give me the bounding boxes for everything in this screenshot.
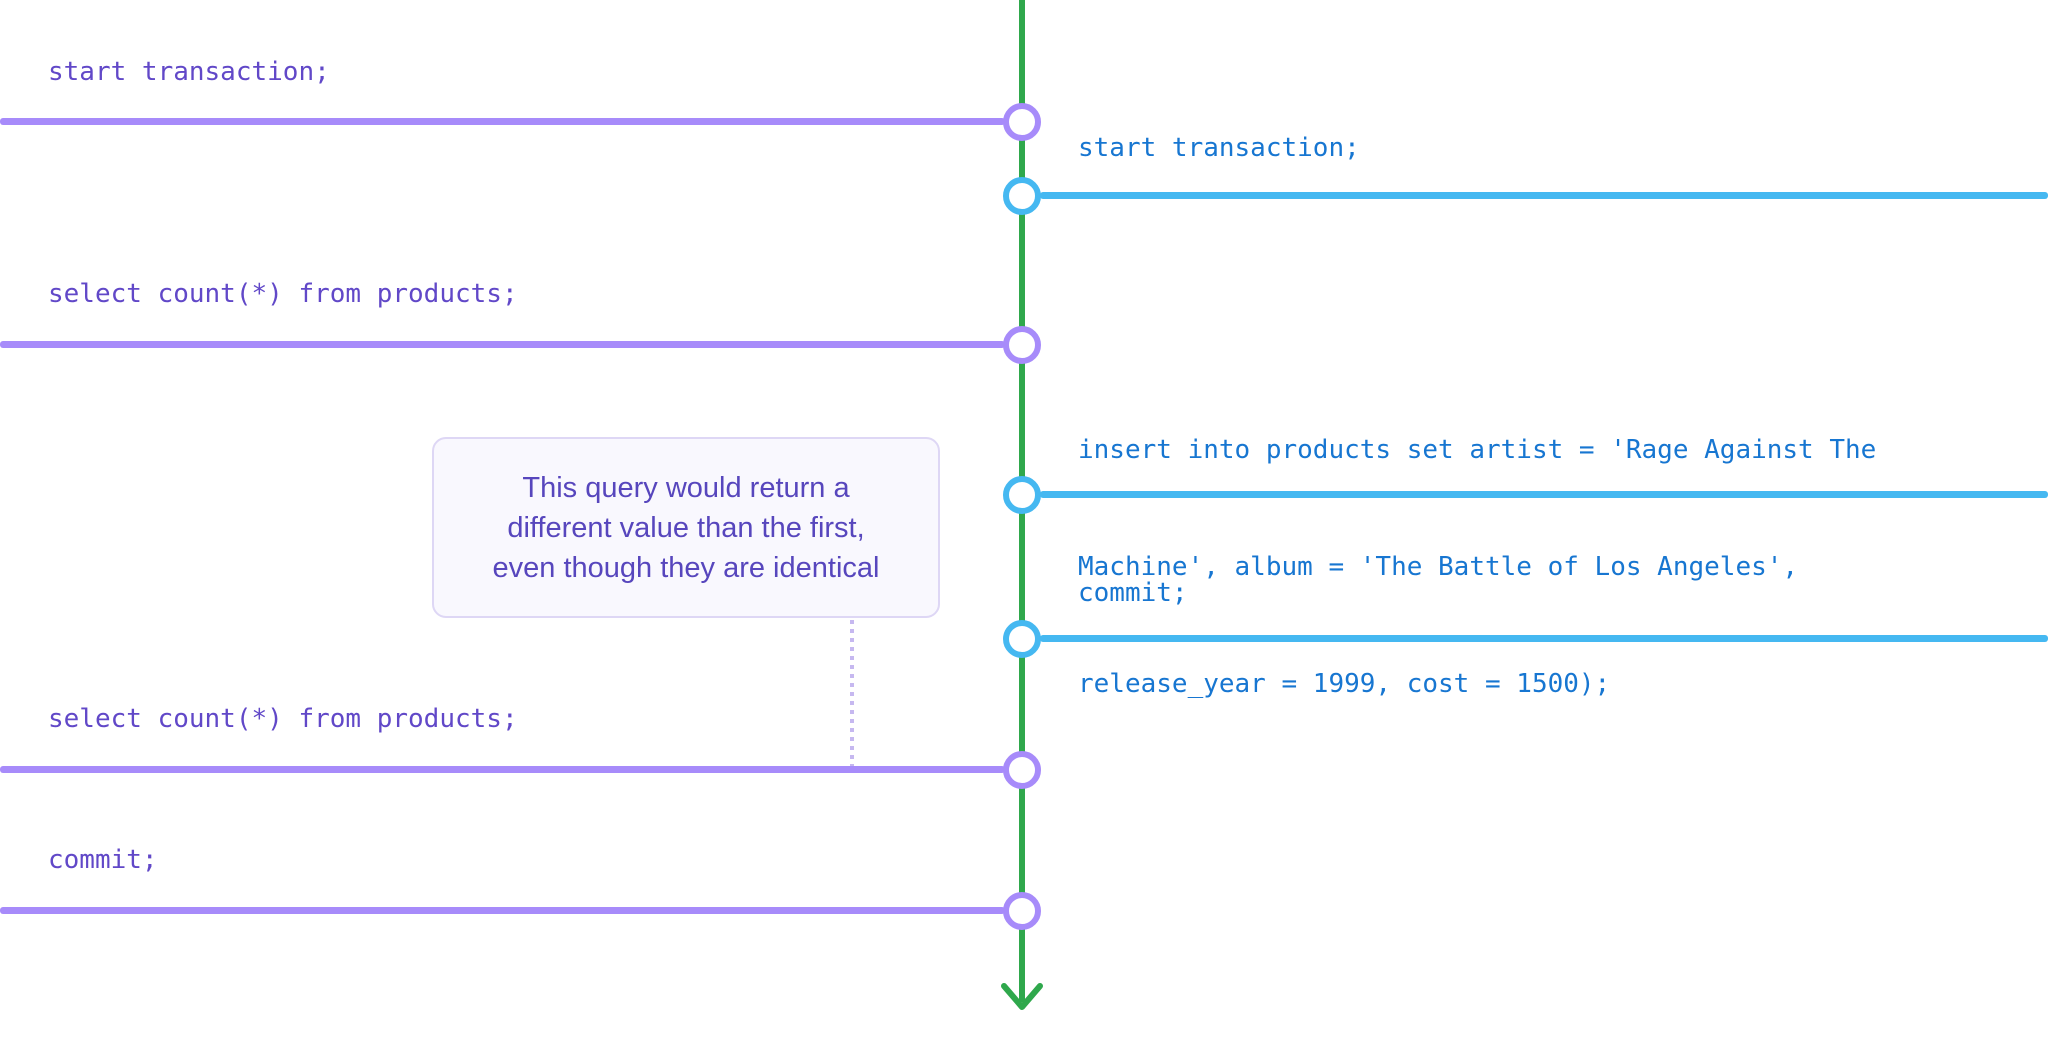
timeline-arrow-icon — [1001, 983, 1043, 1010]
label-b-insert-line-1: insert into products set artist = 'Rage … — [1078, 435, 1877, 465]
label-a-select-2: select count(*) from products; — [48, 704, 518, 734]
line-a-select-1 — [0, 341, 1005, 348]
line-a-commit — [0, 907, 1005, 914]
label-a-select-1: select count(*) from products; — [48, 279, 518, 309]
tooltip-connector-dotted-line — [850, 620, 854, 766]
line-a-start-transaction — [0, 118, 1005, 125]
tooltip-line-1: This query would return a — [522, 471, 850, 504]
node-a-select-1 — [1003, 326, 1041, 364]
line-b-insert — [1040, 491, 2048, 498]
label-a-start-transaction: start transaction; — [48, 57, 330, 87]
node-a-select-2 — [1003, 751, 1041, 789]
line-b-commit — [1040, 635, 2048, 642]
tooltip: This query would return a different valu… — [432, 437, 940, 618]
node-b-insert — [1003, 476, 1041, 514]
label-b-insert-line-3: release_year = 1999, cost = 1500); — [1078, 669, 1611, 699]
line-a-select-2 — [0, 766, 1005, 773]
label-b-start-transaction: start transaction; — [1078, 133, 1360, 163]
node-a-commit — [1003, 892, 1041, 930]
label-b-commit: commit; — [1078, 578, 1188, 608]
node-b-commit — [1003, 620, 1041, 658]
node-a-start-transaction — [1003, 103, 1041, 141]
tooltip-line-2: different value than the first, — [507, 511, 865, 544]
line-b-start-transaction — [1040, 192, 2048, 199]
label-b-insert: insert into products set artist = 'Rage … — [1078, 353, 1876, 782]
label-b-insert-line-2: Machine', album = 'The Battle of Los Ang… — [1078, 552, 1799, 582]
node-b-start-transaction — [1003, 177, 1041, 215]
label-a-commit: commit; — [48, 845, 158, 875]
tooltip-line-3: even though they are identical — [492, 551, 880, 584]
